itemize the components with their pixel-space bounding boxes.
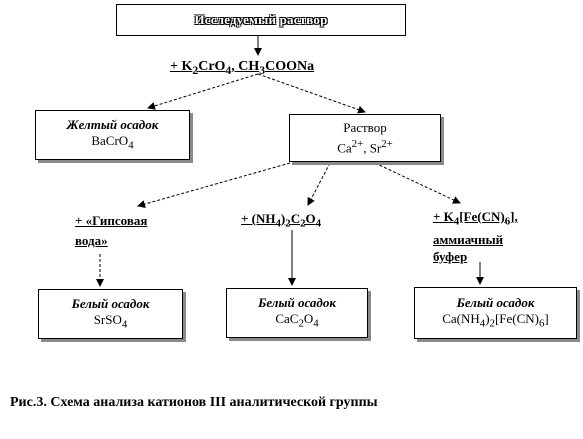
white-precipitate-title-mid: Белый осадок: [258, 294, 336, 310]
barium-chromate-formula: BaCrO4: [91, 132, 134, 152]
reagent-ammonium-oxalate: + (NH4)2C2O4: [241, 211, 322, 230]
solution-box: Раствор Ca2+, Sr2+: [289, 114, 441, 162]
yellow-precipitate-title: Желтый осадок: [66, 116, 159, 132]
strontium-sulfate-precipitate-box: Белый осадок SrSO4: [38, 289, 183, 339]
arrow-to-oxalate: [307, 162, 331, 206]
arrow-to-solution-box: [257, 73, 366, 114]
calcium-ferrocyanide-precipitate-box: Белый осадок Ca(NH4)2[Fe(CN)6]: [414, 287, 577, 339]
arrow-to-gypsum: [137, 162, 291, 208]
reagent-gypsum-water: + «Гипсовая вода»: [75, 213, 148, 248]
sample-solution-text: Исследуемый раствор: [194, 12, 328, 27]
arrow-to-ferrocyanide: [374, 162, 461, 204]
white-precipitate-title-right: Белый осадок: [456, 294, 535, 310]
reagent-chromate-acetate: + K2CrO4, CH3COONa: [170, 59, 315, 77]
strontium-sulfate-formula: SrSO4: [93, 311, 128, 331]
solution-ions: Ca2+, Sr2+: [337, 137, 393, 156]
calcium-oxalate-precipitate-box: Белый осадок CaC2O4: [226, 288, 368, 338]
solution-title: Раствор: [343, 119, 387, 135]
white-precipitate-title-left: Белый осадок: [71, 295, 150, 311]
calcium-ferrocyanide-formula: Ca(NH4)2[Fe(CN)6]: [442, 310, 549, 330]
arrow-to-left-box: [147, 73, 259, 110]
figure-caption: Рис.3. Схема анализа катионов III аналит…: [10, 395, 378, 410]
calcium-oxalate-formula: CaC2O4: [275, 310, 319, 330]
yellow-precipitate-box: Желтый осадок BaCrO4: [35, 110, 190, 160]
reagent-ferrocyanide: + K4[Fe(CN)6], аммиачный буфер: [433, 209, 518, 264]
sample-solution-box: Исследуемый раствор: [116, 4, 406, 36]
